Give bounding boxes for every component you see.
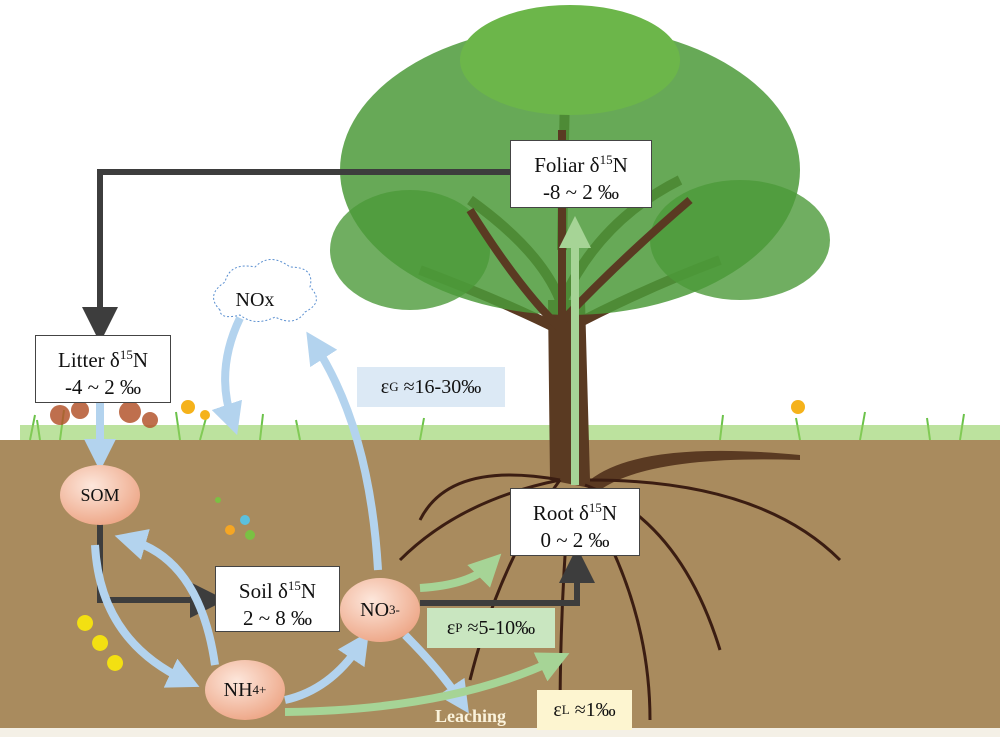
no3-base: NO — [360, 598, 390, 621]
nh4-node-shape — [205, 660, 285, 720]
foliar-el: N — [612, 153, 628, 177]
nh4-base: NH — [223, 678, 253, 701]
eps-g-sub: G — [389, 379, 399, 394]
leaching-label: Leaching — [435, 706, 507, 726]
microbes — [77, 497, 255, 671]
foliar-range: -8 ~ 2 ‰ — [542, 180, 620, 204]
litter-range: -4 ~ 2 ‰ — [64, 375, 142, 399]
som-label: SOM — [80, 484, 120, 505]
no3-sup: - — [395, 602, 400, 617]
eps-p-value: ≈5-10‰ — [462, 616, 536, 639]
blue-arrows — [84, 316, 469, 714]
foliar-box: Foliar δ15N -8 ~ 2 ‰ — [510, 140, 652, 208]
eps-p-sym: ε — [446, 616, 456, 639]
eps-l-sym: ε — [553, 698, 562, 721]
root-iso: 15 — [588, 500, 602, 515]
root-title: Root δ — [532, 501, 589, 525]
soil-range: 2 ~ 8 ‰ — [242, 606, 313, 630]
som-node: SOM — [60, 465, 140, 525]
soil-iso: 15 — [287, 578, 301, 593]
soil-box: Soil δ15N 2 ~ 8 ‰ — [215, 566, 340, 632]
eps-g-value: ≈16-30‰ — [398, 375, 482, 398]
eps-p-sub: P — [455, 620, 463, 635]
nox-label: NOx — [235, 288, 275, 311]
nox-node: NOx — [215, 280, 295, 320]
green-arrows — [284, 216, 591, 716]
foliar-iso: 15 — [599, 152, 613, 167]
litter-el: N — [132, 348, 148, 372]
eps-l-sub: L — [561, 702, 570, 717]
cloud-shape — [213, 259, 317, 322]
eps-l-value: ≈1‰ — [569, 698, 616, 721]
root-range: 0 ~ 2 ‰ — [540, 528, 610, 552]
root-el: N — [601, 501, 618, 525]
foliar-title: Foliar δ — [534, 153, 600, 177]
litter-iso: 15 — [119, 347, 133, 362]
eps-g-sym: ε — [380, 375, 390, 398]
soil-title: Soil δ — [238, 579, 288, 603]
litter-title: Litter δ — [58, 348, 120, 372]
soil-el: N — [300, 579, 317, 603]
som-node-shape — [60, 465, 140, 525]
root-box: Root δ15N 0 ~ 2 ‰ — [510, 488, 640, 556]
litter-box: Litter δ15N -4 ~ 2 ‰ — [35, 335, 171, 403]
no3-sub: 3 — [389, 602, 396, 617]
nh4-sup: + — [259, 682, 267, 697]
nh4-sub: 4 — [252, 682, 260, 697]
no3-node-shape — [340, 578, 420, 642]
